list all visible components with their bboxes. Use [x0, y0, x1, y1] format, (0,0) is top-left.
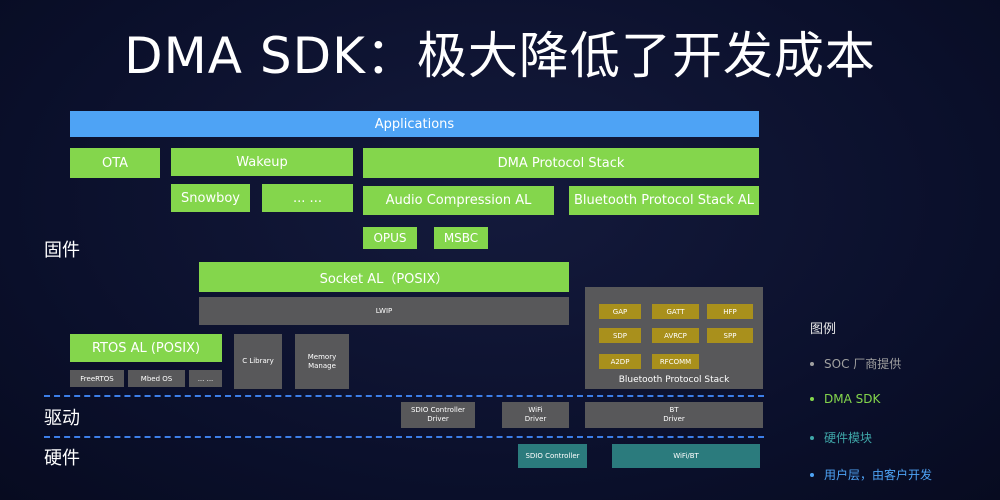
freertos-box: FreeRTOS: [70, 370, 124, 387]
msbc-box: MSBC: [434, 227, 488, 249]
dma-protocol-stack-box: DMA Protocol Stack: [363, 148, 759, 178]
legend-bullet-icon: [810, 472, 814, 477]
bt-item-hfp: HFP: [707, 304, 753, 319]
legend-bullet-icon: [810, 435, 814, 440]
wakeup-box: Wakeup: [171, 148, 353, 176]
bt-stack-label: Bluetooth Protocol Stack: [618, 375, 730, 385]
bt-driver-box: BT Driver: [585, 402, 763, 428]
bluetooth-protocol-stack-panel: GAP GATT HFP SDP AVRCP SPP A2DP RFCOMM B…: [585, 287, 763, 389]
bt-item-sdp: SDP: [599, 328, 641, 343]
lwip-box: LWIP: [199, 297, 569, 325]
legend-item-user-layer: 用户层，由客户开发: [810, 466, 932, 483]
legend-title: 图例: [810, 322, 837, 337]
opus-box: OPUS: [363, 227, 417, 249]
snowboy-box: Snowboy: [171, 184, 250, 212]
memory-manage-box: Memory Manage: [295, 334, 349, 389]
applications-box: Applications: [70, 111, 759, 137]
divider-driver-hardware: [44, 436, 764, 438]
wifi-driver-box: WiFi Driver: [502, 402, 569, 428]
wakeup-ellipsis-box: ... ...: [262, 184, 353, 212]
legend-label: 用户层，由客户开发: [824, 468, 933, 482]
sdio-controller-driver-box: SDIO Controller Driver: [401, 402, 475, 428]
c-library-box: C Library: [234, 334, 282, 389]
wifi-bt-box: WiFi/BT: [612, 444, 760, 468]
page-title: DMA SDK：极大降低了开发成本: [124, 27, 876, 85]
layer-label-driver: 驱动: [44, 408, 80, 429]
layer-label-hardware: 硬件: [44, 448, 80, 469]
legend-bullet-icon: [810, 361, 814, 366]
ota-box: OTA: [70, 148, 160, 178]
legend-label: 硬件模块: [824, 431, 873, 445]
legend-label: DMA SDK: [824, 392, 881, 406]
bt-item-gap: GAP: [599, 304, 641, 319]
rtos-ellipsis-box: ... ...: [189, 370, 222, 387]
bluetooth-protocol-stack-al-box: Bluetooth Protocol Stack AL: [569, 186, 759, 215]
bt-item-avrcp: AVRCP: [652, 328, 699, 343]
divider-firmware-driver: [44, 395, 764, 397]
legend-item-soc: SOC 厂商提供: [810, 355, 901, 372]
socket-al-box: Socket AL（POSIX）: [199, 262, 569, 292]
legend-item-hardware: 硬件模块: [810, 429, 872, 446]
legend-bullet-icon: [810, 397, 814, 401]
bt-item-rfcomm: RFCOMM: [652, 354, 699, 369]
bt-item-a2dp: A2DP: [599, 354, 641, 369]
bt-item-gatt: GATT: [652, 304, 699, 319]
legend-label: SOC 厂商提供: [824, 357, 902, 371]
rtos-al-box: RTOS AL (POSIX): [70, 334, 222, 362]
mbed-os-box: Mbed OS: [128, 370, 185, 387]
sdio-controller-box: SDIO Controller: [518, 444, 587, 468]
audio-compression-al-box: Audio Compression AL: [363, 186, 554, 215]
layer-label-firmware: 固件: [44, 240, 80, 261]
bt-item-spp: SPP: [707, 328, 753, 343]
legend-item-dma-sdk: DMA SDK: [810, 392, 880, 406]
